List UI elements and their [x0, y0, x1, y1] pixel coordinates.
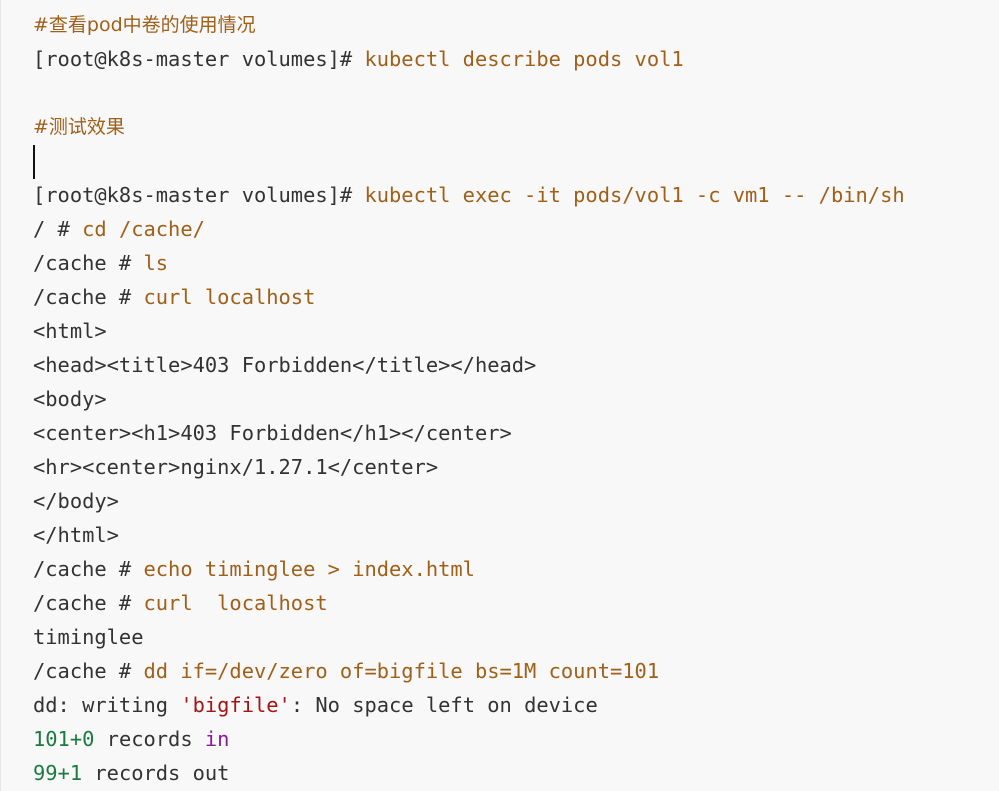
code-line: <body>	[33, 382, 107, 416]
code-token: dd: writing	[33, 693, 181, 717]
code-line: #测试效果	[33, 110, 125, 144]
code-token: echo timinglee > index.html	[131, 557, 475, 581]
code-token: 99+1	[33, 761, 83, 785]
code-line: /cache # curl localhost	[33, 280, 315, 314]
code-token: </html>	[33, 523, 119, 547]
code-line: #查看pod中卷的使用情况	[33, 8, 256, 42]
code-token: in	[204, 727, 230, 751]
code-token: kubectl exec -it pods/vol1 -c vm1 -- /bi…	[352, 183, 905, 207]
code-line: / # cd /cache/	[33, 212, 205, 246]
code-token: curl localhost	[131, 591, 328, 615]
code-token: curl localhost	[131, 285, 316, 309]
code-token: cd /cache/	[69, 217, 205, 241]
code-token: / #	[33, 217, 70, 241]
code-line: </html>	[33, 518, 119, 552]
code-line: /cache # dd if=/dev/zero of=bigfile bs=1…	[33, 654, 659, 688]
code-line: /cache # ls	[33, 246, 168, 280]
code-token: [root@k8s-master volumes]#	[33, 183, 353, 207]
code-line: timinglee	[33, 620, 144, 654]
code-line: [root@k8s-master volumes]# kubectl descr…	[33, 42, 684, 76]
code-line: /cache # echo timinglee > index.html	[33, 552, 475, 586]
code-token: 'bigfile'	[180, 693, 291, 717]
code-token: <hr><center>nginx/1.27.1</center>	[33, 455, 439, 479]
code-line: <head><title>403 Forbidden</title></head…	[33, 348, 536, 382]
code-token: records out	[82, 761, 230, 785]
code-token: dd if=/dev/zero of=bigfile bs=1M count=1…	[131, 659, 660, 683]
code-token: #查看pod中卷的使用情况	[33, 14, 256, 36]
code-token: #测试效果	[33, 116, 125, 138]
code-line: [root@k8s-master volumes]# kubectl exec …	[33, 178, 905, 212]
code-token: </body>	[33, 489, 119, 513]
code-token: /cache #	[33, 591, 132, 615]
code-line: /cache # curl localhost	[33, 586, 328, 620]
code-token: : No space left on device	[290, 693, 598, 717]
code-token: /cache #	[33, 251, 132, 275]
code-line: dd: writing 'bigfile': No space left on …	[33, 688, 598, 722]
code-token: /cache #	[33, 557, 132, 581]
code-token: /cache #	[33, 285, 132, 309]
code-line: 101+0 records in	[33, 722, 229, 756]
code-token: kubectl describe pods vol1	[352, 47, 684, 71]
code-token: <html>	[33, 319, 107, 343]
code-line: <hr><center>nginx/1.27.1</center>	[33, 450, 438, 484]
text-cursor	[33, 145, 35, 179]
code-line: <html>	[33, 314, 107, 348]
code-token: ls	[131, 251, 169, 275]
code-token: 101+0	[33, 727, 95, 751]
code-token: records	[94, 727, 205, 751]
code-token: <body>	[33, 387, 107, 411]
code-token: /cache #	[33, 659, 132, 683]
code-token: <head><title>403 Forbidden</title></head…	[33, 353, 537, 377]
code-token: [root@k8s-master volumes]#	[33, 47, 353, 71]
code-line: </body>	[33, 484, 119, 518]
code-token: <center><h1>403 Forbidden</h1></center>	[33, 421, 512, 445]
code-line: 99+1 records out	[33, 756, 229, 790]
code-line: <center><h1>403 Forbidden</h1></center>	[33, 416, 512, 450]
code-token: timinglee	[33, 625, 144, 649]
